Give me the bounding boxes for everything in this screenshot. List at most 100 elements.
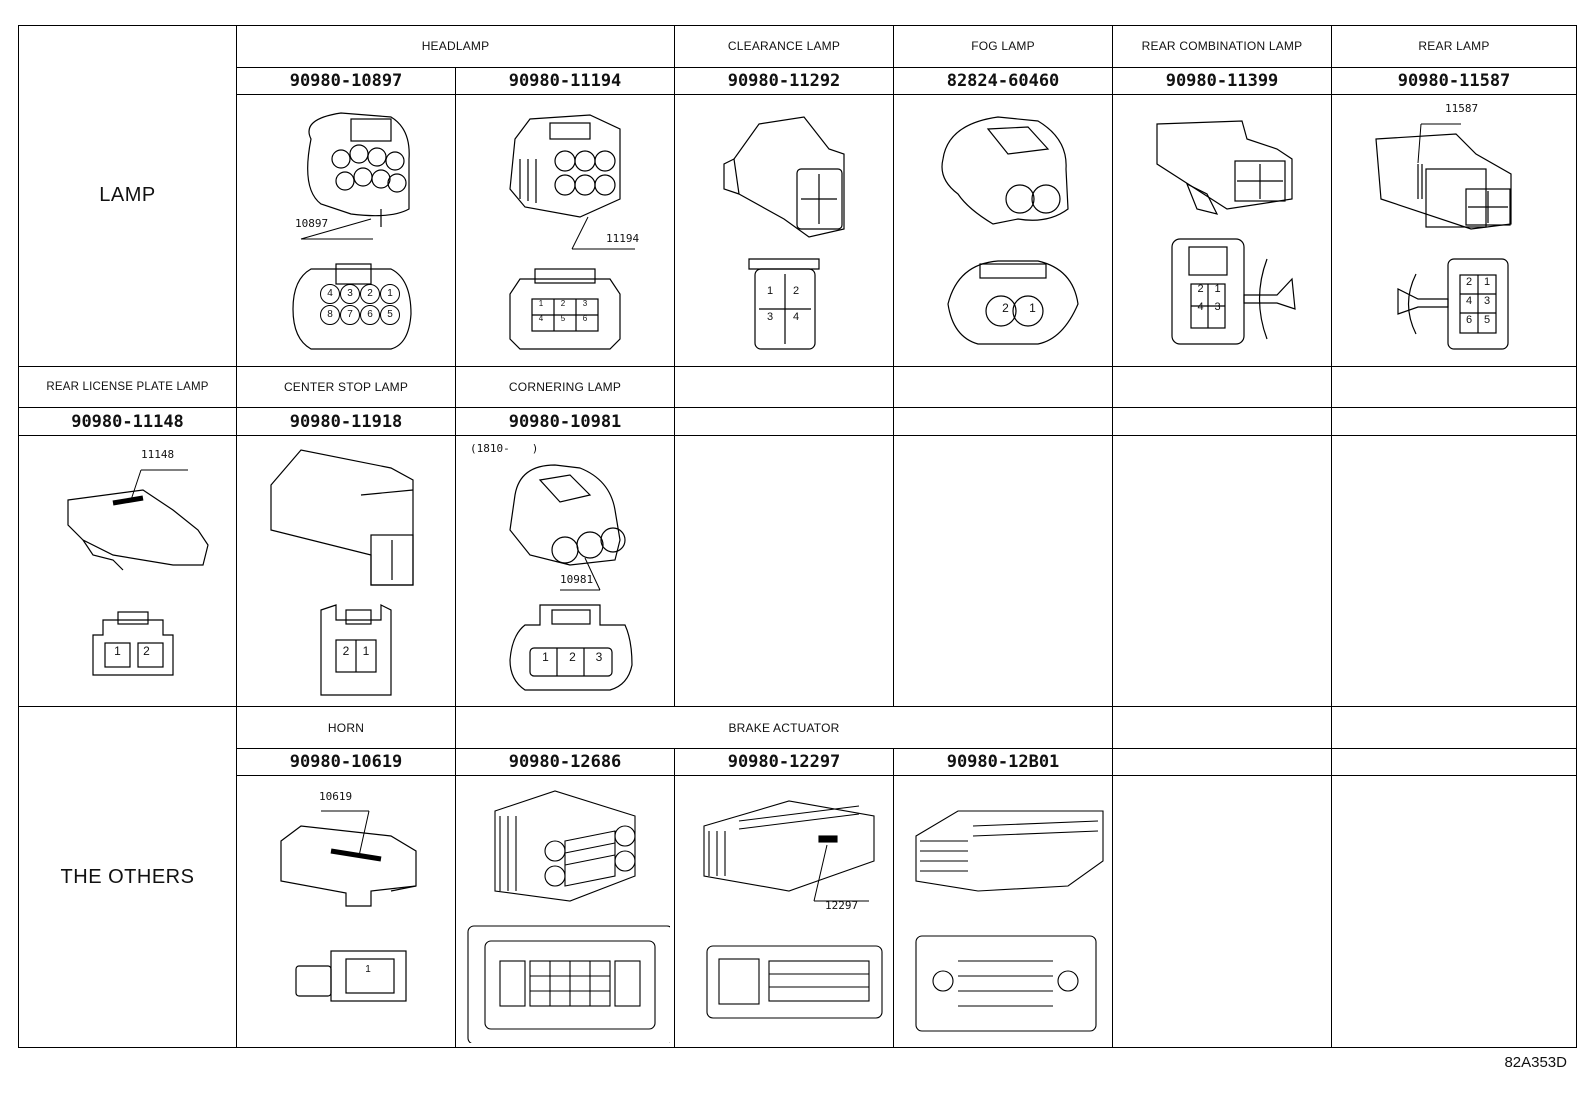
pin: 1 bbox=[542, 649, 549, 664]
pin: 1 bbox=[766, 285, 774, 298]
empty-cell bbox=[1331, 706, 1577, 749]
group-rear-lamp: REAR LAMP bbox=[1331, 25, 1577, 68]
connector-8pin-icon bbox=[292, 112, 412, 350]
connector-multipin-icon bbox=[467, 790, 670, 1043]
callout-label: 11587 bbox=[1445, 102, 1479, 116]
empty-cell bbox=[674, 434, 894, 708]
group-headlamp: HEADLAMP bbox=[236, 25, 675, 68]
part-number: 90980-11587 bbox=[1331, 66, 1577, 96]
pin: 2 bbox=[792, 285, 800, 298]
group-center-stop-lamp: CENTER STOP LAMP bbox=[236, 365, 456, 409]
callout-label: 10619 bbox=[319, 790, 353, 804]
pin: 1 bbox=[365, 964, 371, 976]
empty-cell bbox=[1112, 706, 1332, 749]
empty-cell bbox=[1112, 365, 1332, 409]
part-number: 90980-12686 bbox=[455, 747, 675, 777]
pin: 2 bbox=[1465, 276, 1473, 289]
callout-label: 10897 bbox=[295, 217, 329, 231]
pin: 5 bbox=[1483, 314, 1491, 327]
pin: 2 bbox=[342, 643, 350, 658]
callout-label: 11148 bbox=[141, 447, 175, 461]
pin: 1 bbox=[380, 284, 400, 305]
pin: 3 bbox=[582, 299, 588, 309]
figure-code: 82A353D bbox=[1504, 1054, 1567, 1071]
empty-cell bbox=[893, 407, 1113, 436]
pin: 2 bbox=[143, 643, 150, 658]
part-number: 90980-12B01 bbox=[893, 747, 1113, 777]
empty-cell bbox=[893, 434, 1113, 708]
pin: 1 bbox=[538, 299, 544, 309]
pin: 6 bbox=[582, 314, 588, 324]
part-number: 90980-11292 bbox=[674, 66, 894, 96]
pin: 2 bbox=[1002, 301, 1009, 316]
pin: 7 bbox=[340, 305, 360, 326]
pin: 4 bbox=[538, 314, 544, 324]
pin: 6 bbox=[1465, 314, 1473, 327]
empty-cell bbox=[1331, 775, 1577, 1048]
empty-cell bbox=[674, 407, 894, 436]
part-number: 90980-11399 bbox=[1112, 66, 1332, 96]
connector-drawing bbox=[455, 775, 675, 1048]
group-horn: HORN bbox=[236, 706, 456, 749]
part-number: 82824-60460 bbox=[893, 66, 1113, 96]
connector-4pin-icon bbox=[1156, 120, 1296, 345]
pin: 3 bbox=[1214, 301, 1221, 314]
connector-2pin-icon bbox=[270, 449, 414, 696]
connector-drawing: 10619 1 bbox=[236, 775, 456, 1048]
empty-cell bbox=[1331, 407, 1577, 436]
connector-1pin-icon bbox=[280, 810, 417, 1002]
connector-6pin-icon bbox=[1375, 123, 1512, 350]
group-cornering-lamp: CORNERING LAMP bbox=[455, 365, 675, 409]
empty-cell bbox=[1112, 775, 1332, 1048]
pin: 6 bbox=[360, 305, 380, 326]
pin: 2 bbox=[569, 649, 576, 664]
empty-cell bbox=[893, 365, 1113, 409]
empty-cell bbox=[1112, 434, 1332, 708]
pin-layout: 1 2 3 4 bbox=[757, 285, 809, 323]
pin: 2 bbox=[360, 284, 380, 305]
empty-cell bbox=[674, 365, 894, 409]
group-fog-lamp: FOG LAMP bbox=[893, 25, 1113, 68]
pin: 1 bbox=[114, 643, 121, 658]
pin-layout: 1 bbox=[363, 964, 373, 975]
connector-drawing: 1 2 3 4 bbox=[674, 94, 894, 367]
pin: 1 bbox=[362, 643, 370, 658]
pin: 3 bbox=[340, 284, 360, 305]
part-number: 90980-10897 bbox=[236, 66, 456, 96]
connector-multipin-icon bbox=[915, 810, 1104, 1032]
callout-label: 10981 bbox=[560, 572, 594, 586]
empty-cell bbox=[1331, 747, 1577, 777]
connector-drawing: 12297 bbox=[674, 775, 894, 1048]
pin: 8 bbox=[320, 305, 340, 326]
connector-6pin-icon bbox=[509, 114, 635, 350]
group-rear-combination-lamp: REAR COMBINATION LAMP bbox=[1112, 25, 1332, 68]
pin: 2 bbox=[1197, 283, 1204, 296]
pin: 4 bbox=[1465, 295, 1473, 308]
part-number: 90980-10981 bbox=[455, 407, 675, 436]
group-rear-license-plate-lamp: REAR LICENSE PLATE LAMP bbox=[18, 365, 237, 409]
pin: 4 bbox=[320, 284, 340, 305]
pin: 3 bbox=[766, 311, 774, 324]
connector-drawing bbox=[893, 775, 1113, 1048]
part-number: 90980-11148 bbox=[18, 407, 237, 436]
connector-table: LAMP HEADLAMP CLEARANCE LAMP FOG LAMP RE… bbox=[18, 25, 1577, 1048]
part-number: 90980-11918 bbox=[236, 407, 456, 436]
part-number: 90980-10619 bbox=[236, 747, 456, 777]
pin: 4 bbox=[792, 311, 800, 324]
pin: 5 bbox=[560, 314, 566, 324]
part-number: 90980-11194 bbox=[455, 66, 675, 96]
connector-4pin-icon bbox=[723, 116, 845, 350]
pin-layout: 1 2 3 bbox=[532, 650, 612, 664]
pin: 3 bbox=[595, 649, 603, 664]
part-number: 90980-12297 bbox=[674, 747, 894, 777]
